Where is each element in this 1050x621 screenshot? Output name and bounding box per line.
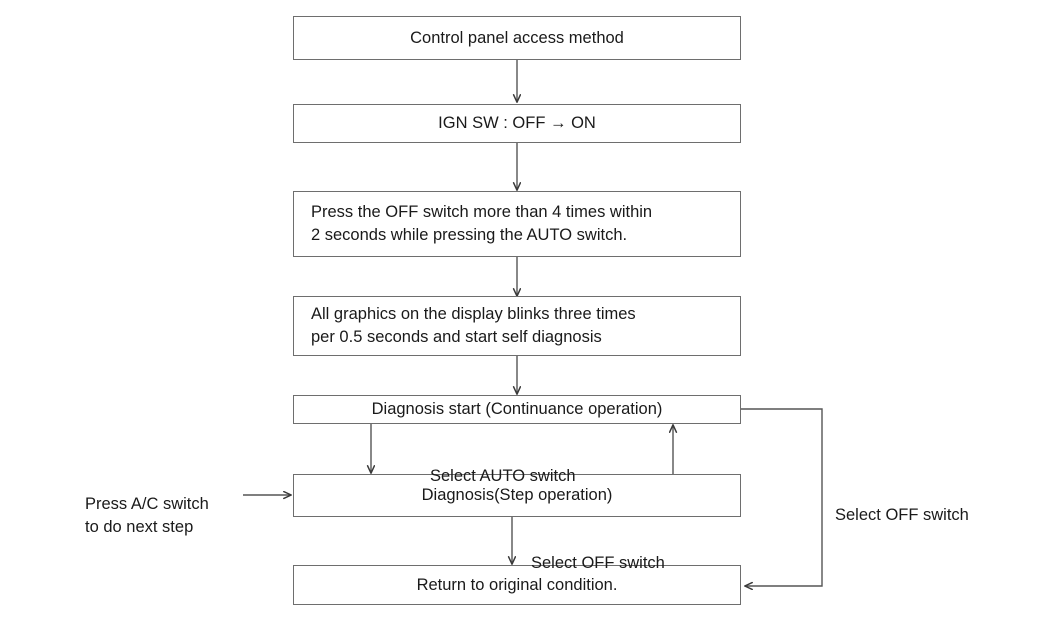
node-control-panel-access-method: Control panel access method xyxy=(293,16,741,60)
edge-label-select-off-switch-return: Select OFF switch xyxy=(835,505,969,524)
node-label: Control panel access method xyxy=(410,28,624,47)
node-label: Diagnosis start (Continuance operation) xyxy=(371,400,663,419)
node-press-off-switch: Press the OFF switch more than 4 times w… xyxy=(293,191,741,257)
edge-label-press-ac-switch: Press A/C switch to do next step xyxy=(85,494,209,536)
node-label: Press the OFF switch more than 4 times w… xyxy=(311,203,653,244)
edge-label-select-auto-switch: Select AUTO switch xyxy=(430,466,576,485)
node-label: IGN SW : OFF → ON xyxy=(438,114,596,133)
node-diagnosis-step: Diagnosis(Step operation) xyxy=(293,474,741,517)
node-label: Return to original condition. xyxy=(416,575,618,594)
node-label: All graphics on the display blinks three… xyxy=(311,305,636,346)
node-graphics-blink: All graphics on the display blinks three… xyxy=(293,296,741,356)
edge-label-select-off-switch-down: Select OFF switch xyxy=(531,553,665,572)
node-return-original-condition: Return to original condition. xyxy=(293,565,741,605)
edge-n5-to-n7-return xyxy=(741,408,823,586)
node-ign-sw: IGN SW : OFF → ON xyxy=(293,104,741,143)
node-label: Diagnosis(Step operation) xyxy=(421,486,613,505)
node-diagnosis-start: Diagnosis start (Continuance operation) xyxy=(293,395,741,424)
